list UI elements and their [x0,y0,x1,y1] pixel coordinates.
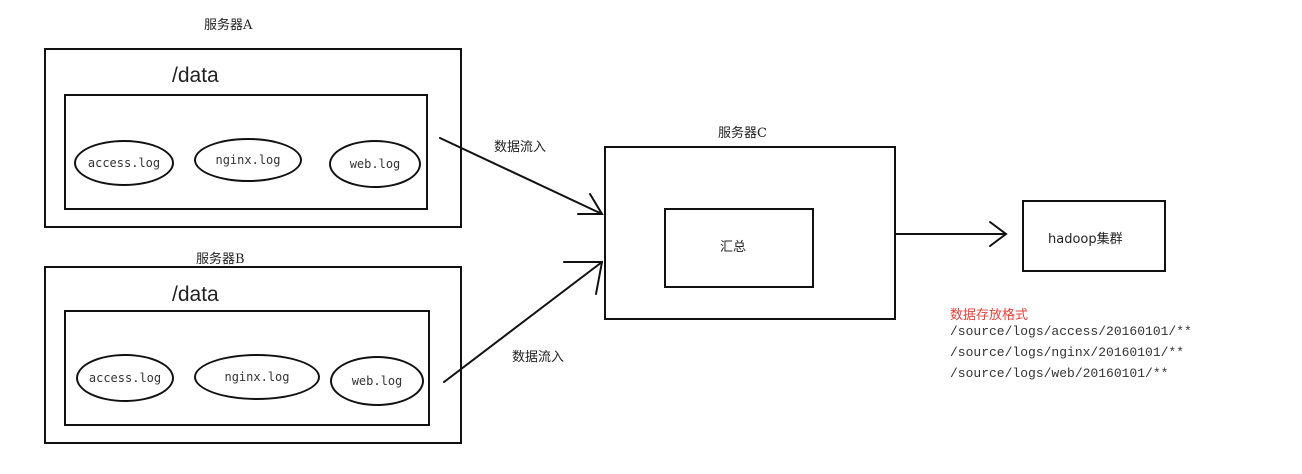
aggregate-box [664,208,814,288]
arrow-a-to-c [439,137,603,215]
hadoop-cluster-box [1022,200,1166,272]
log-label: nginx.log [215,153,281,167]
flow-label-a: 数据流入 [494,140,547,155]
server-a-web-log: web.log [329,140,421,188]
hadoop-cluster-label: hadoop集群 [1048,232,1123,247]
server-b-access-log: access.log [76,354,174,402]
flow-label-b: 数据流入 [512,350,565,365]
server-a-nginx-log: nginx.log [194,138,302,182]
server-b-web-log: web.log [330,356,424,406]
server-a-box [44,48,462,228]
server-a-dir-label: /data [172,64,219,87]
log-label: nginx.log [224,370,290,384]
log-label: web.log [351,374,403,388]
storage-path-web: /source/logs/web/20160101/** [950,366,1169,381]
arrow-c-to-hadoop-head [989,221,1008,247]
server-a-title: 服务器A [204,18,253,33]
server-b-dir-label: /data [172,283,219,306]
server-a-data-box [64,94,428,210]
server-b-nginx-log: nginx.log [194,354,320,400]
server-c-title: 服务器C [718,126,767,141]
log-label: web.log [349,157,401,171]
storage-path-access: /source/logs/access/20160101/** [950,324,1192,339]
storage-path-nginx: /source/logs/nginx/20160101/** [950,345,1185,360]
log-label: access.log [88,371,162,385]
server-b-box [44,266,462,444]
arrow-b-to-c-head [563,261,604,295]
storage-format-title: 数据存放格式 [950,308,1029,323]
log-label: access.log [87,156,161,170]
server-b-data-box [64,310,430,426]
server-a-access-log: access.log [74,140,174,186]
server-c-box [604,146,896,320]
aggregate-label: 汇总 [720,240,747,255]
arrow-a-to-c-head [577,193,604,215]
server-b-title: 服务器B [196,252,245,267]
arrow-b-to-c [443,261,603,383]
